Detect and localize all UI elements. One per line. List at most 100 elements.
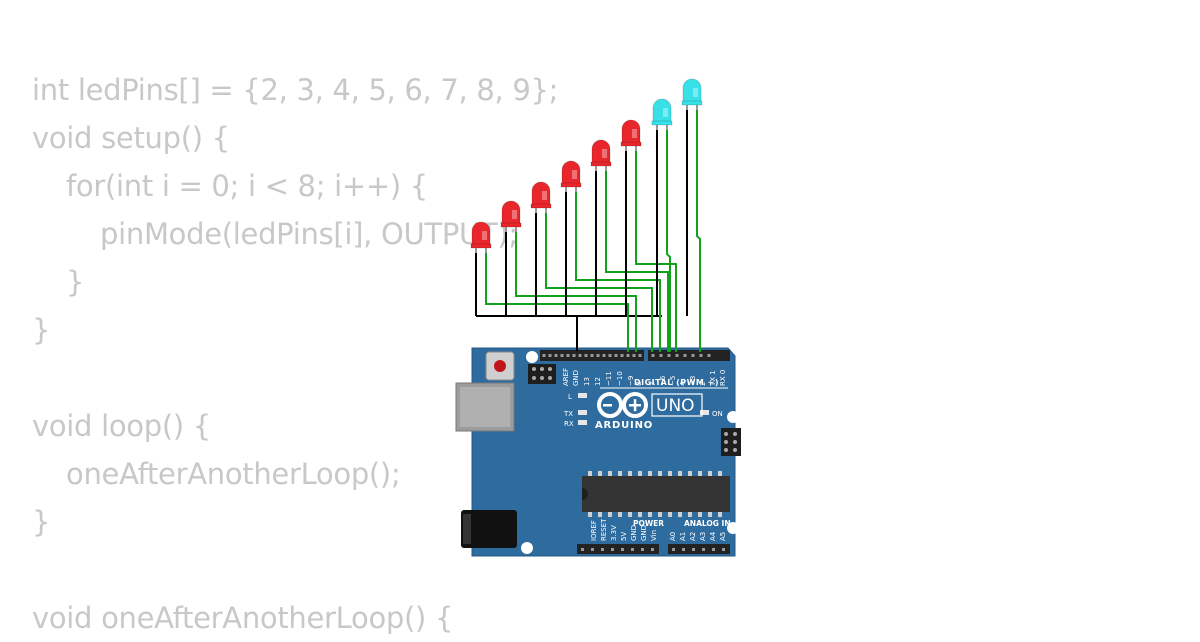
power-pin-label: Vin: [650, 530, 658, 541]
power-label: POWER: [633, 519, 664, 528]
header-pin: [614, 354, 618, 357]
header-pin: [542, 354, 546, 357]
chip-pin: [598, 512, 602, 517]
header-pin: [692, 548, 695, 551]
digital-pin-label: ~6: [659, 375, 667, 386]
power-pin-label: GND: [630, 525, 638, 541]
digital-pin-label: ~5: [669, 376, 677, 386]
header-pin: [608, 354, 612, 357]
power-pin-label: IOREF: [590, 520, 598, 541]
reset-button[interactable]: [485, 351, 515, 381]
digital-pin-label: 2: [699, 382, 707, 386]
led-cyan[interactable]: [681, 78, 703, 110]
led-signal-wire: [696, 108, 701, 352]
chip-pin: [688, 471, 692, 476]
chip-pin: [618, 512, 622, 517]
header-pin: [590, 354, 594, 357]
led-signal-wire: [545, 211, 653, 352]
header-pin: [683, 354, 687, 357]
header-pin: [659, 354, 663, 357]
digital-label: DIGITAL (PWM ~): [634, 378, 719, 387]
power-pin-label: 5V: [620, 532, 628, 541]
digital-pin-label: ~10: [616, 371, 624, 386]
onboard-leds: [578, 393, 709, 425]
header-pin: [702, 548, 705, 551]
code-line: }: [32, 313, 51, 347]
code-line: }: [32, 505, 51, 539]
code-line: pinMode(ledPins[i], OUTPUT);: [100, 217, 518, 251]
header-pin: [641, 548, 644, 551]
leds: [470, 78, 703, 253]
chip-pin: [588, 512, 592, 517]
header-pin: [620, 354, 624, 357]
led-red[interactable]: [620, 119, 642, 151]
header-pin: [584, 354, 588, 357]
analog-pin-label: A2: [689, 532, 697, 541]
uno-label-box: [651, 393, 703, 417]
digital-pin-label: ~9: [627, 376, 635, 386]
analog-pin-label: A4: [709, 531, 717, 541]
code-listing: int ledPins[] = {2, 3, 4, 5, 6, 7, 8, 9}…: [32, 66, 558, 642]
led-signal-wire: [666, 128, 671, 352]
uno-model-label: UNO: [656, 396, 695, 416]
chip-pin: [638, 512, 642, 517]
analog-pin-label: A5: [719, 532, 727, 541]
chip-pin: [668, 471, 672, 476]
header-pin: [591, 548, 594, 551]
chip-pin: [648, 471, 652, 476]
led-red[interactable]: [560, 160, 582, 192]
chip-pin: [648, 512, 652, 517]
chip-pin: [698, 471, 702, 476]
chip-pin: [608, 471, 612, 476]
icsp-header-top: [528, 364, 556, 384]
digital-pin-label: 7: [649, 382, 657, 386]
header-pin: [572, 354, 576, 357]
header-pin: [699, 354, 703, 357]
mounting-hole: [521, 542, 533, 554]
chip-pin: [718, 471, 722, 476]
digital-pin-label: 4: [679, 381, 687, 386]
led-tx-label: TX: [563, 410, 573, 418]
led-red[interactable]: [500, 200, 522, 232]
analog-pin-label: A3: [699, 532, 707, 541]
digital-pin-label: 12: [594, 377, 602, 386]
led-red[interactable]: [470, 221, 492, 253]
chip-pin: [688, 512, 692, 517]
analog-header: [668, 544, 730, 554]
digital-pin-label: RX 0: [719, 370, 727, 386]
led-red[interactable]: [530, 181, 552, 213]
header-pin: [638, 354, 642, 357]
led-l-label: L: [568, 393, 572, 401]
led-cyan[interactable]: [651, 98, 673, 130]
header-pin: [712, 548, 715, 551]
header-pin: [682, 548, 685, 551]
header-pin: [651, 548, 654, 551]
chip-pin: [678, 471, 682, 476]
digital-pin-label: GND: [572, 370, 580, 386]
code-line: int ledPins[] = {2, 3, 4, 5, 6, 7, 8, 9}…: [32, 73, 559, 107]
header-pin: [566, 354, 570, 357]
header-pin: [578, 354, 582, 357]
arduino-infinity-logo: [597, 392, 648, 418]
header-pin: [707, 354, 711, 357]
mounting-hole: [727, 411, 739, 423]
chip-pin: [658, 512, 662, 517]
digital-pin-label: ~11: [605, 371, 613, 386]
mounting-hole: [727, 522, 739, 534]
led-signal-wire: [575, 190, 661, 352]
header-pin: [691, 354, 695, 357]
chip-pin: [628, 512, 632, 517]
code-line: void oneAfterAnotherLoop() {: [32, 601, 454, 635]
chip-pin: [698, 512, 702, 517]
digital-pin-label: TX 1: [709, 370, 717, 387]
wires: [475, 108, 701, 352]
led-red[interactable]: [590, 139, 612, 171]
led-rx-label: RX: [564, 420, 574, 428]
chip-pin: [708, 512, 712, 517]
header-pin: [675, 354, 679, 357]
code-line: void loop() {: [32, 409, 211, 443]
analog-pin-label: A0: [669, 532, 677, 541]
header-pin: [602, 354, 606, 357]
